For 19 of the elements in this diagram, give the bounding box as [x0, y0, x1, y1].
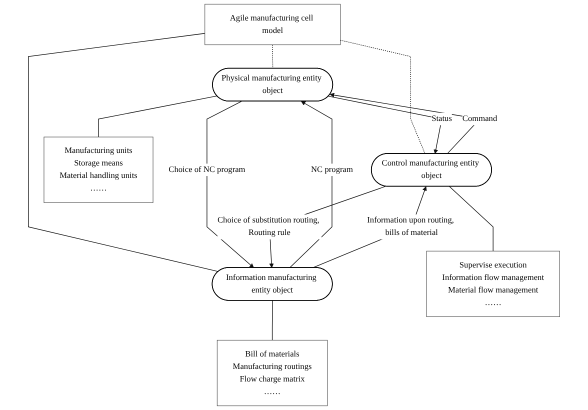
node-box: Bill of materials Manufacturing routings Flow charge matrix …… — [216, 340, 328, 406]
connector — [272, 44, 274, 69]
connector — [28, 33, 219, 272]
node-box: Supervise execution Information flow management Material flow management …… — [426, 250, 560, 317]
connector — [449, 186, 494, 252]
edge-label: Command — [462, 114, 498, 124]
edge-label: Status — [432, 114, 452, 124]
connector — [272, 300, 273, 341]
arrow — [206, 101, 254, 268]
node-box: Agile manufacturing cell model — [204, 4, 341, 46]
arrow — [328, 96, 442, 154]
edge-label: NC program — [311, 165, 353, 174]
connector — [340, 40, 426, 154]
edge-label: Choice of substitution routing, Routing rule — [217, 216, 320, 238]
connector — [98, 96, 218, 138]
edge-label: Information upon routing, bills of material — [367, 216, 454, 238]
arrow — [289, 101, 332, 268]
edge-label: Choice of NC program — [168, 165, 246, 174]
node-box: Manufacturing units Storage means Material handling units …… — [44, 136, 154, 203]
